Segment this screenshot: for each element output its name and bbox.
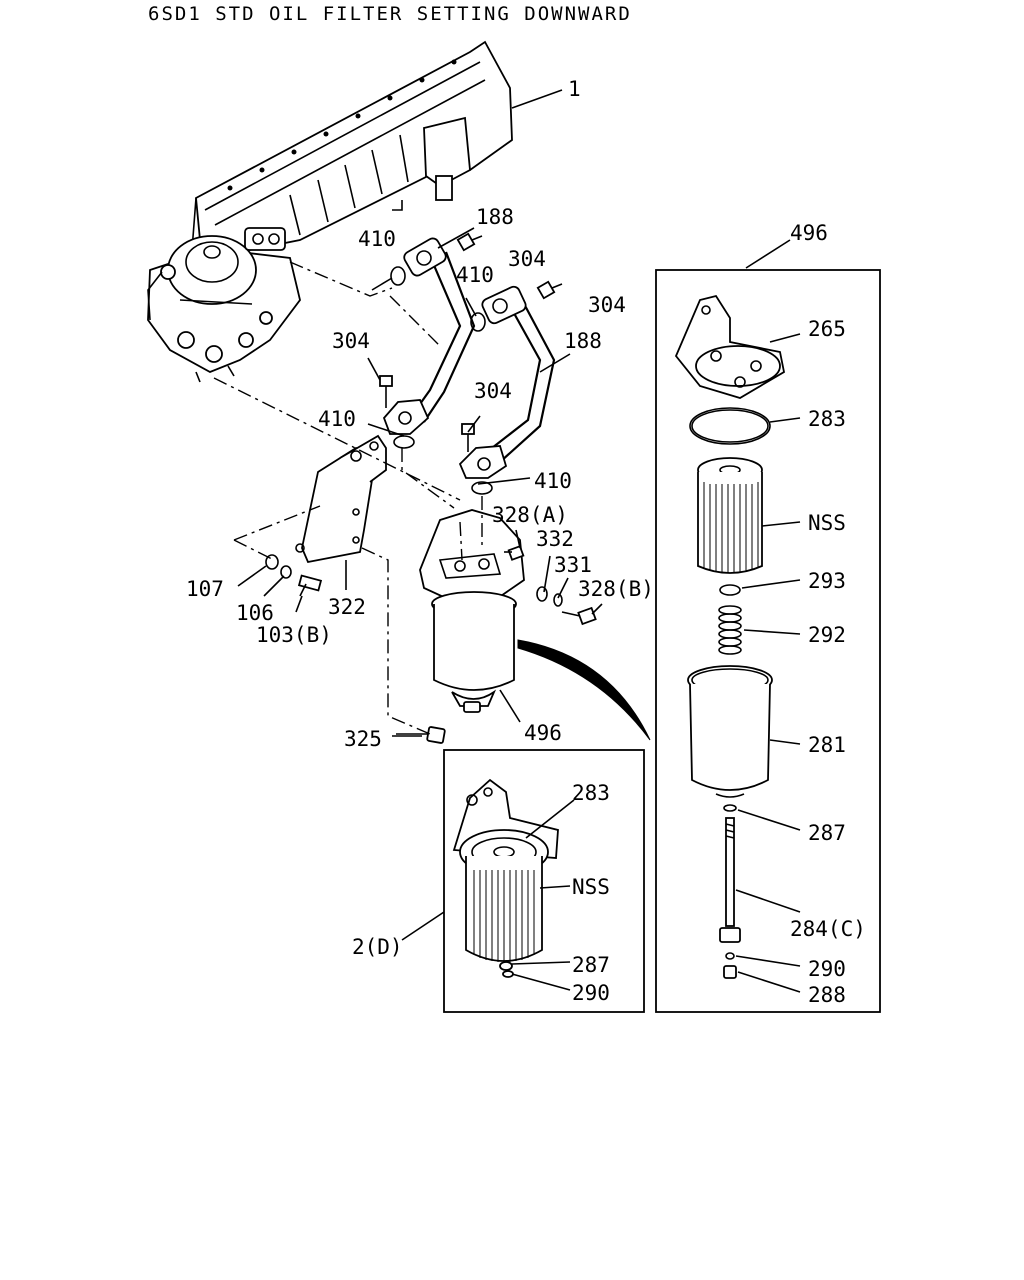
callout-labels: 1 188 410 304 410 304 304 188 304 410 41… — [186, 77, 866, 1007]
assembly-lines — [213, 261, 483, 735]
callout-410-a: 410 — [358, 227, 396, 251]
callout-496-main: 496 — [524, 721, 562, 745]
callout-288: 288 — [808, 983, 846, 1007]
callout-265: 265 — [808, 317, 846, 341]
callout-287-detail: 287 — [572, 953, 610, 977]
bracket-322 — [295, 434, 387, 564]
callout-293: 293 — [808, 569, 846, 593]
callout-nss-detail: NSS — [572, 875, 610, 899]
callout-283-box: 283 — [808, 407, 846, 431]
callout-496-box: 496 — [790, 221, 828, 245]
callout-328-b: 328(B) — [578, 577, 654, 601]
callout-1: 1 — [568, 77, 581, 101]
oil-pipes-188 — [382, 237, 556, 479]
callout-304-a: 304 — [508, 247, 546, 271]
bolts-304 — [379, 232, 563, 452]
callout-188-lower: 188 — [564, 329, 602, 353]
callout-281: 281 — [808, 733, 846, 757]
callout-304-d: 304 — [474, 379, 512, 403]
callout-284-c: 284(C) — [790, 917, 866, 941]
callout-328-a: 328(A) — [492, 503, 568, 527]
callout-nss-box: NSS — [808, 511, 846, 535]
callout-410-d: 410 — [534, 469, 572, 493]
rail-bolts — [227, 59, 457, 191]
diagram-title: 6SD1 STD OIL FILTER SETTING DOWNWARD — [148, 3, 632, 25]
bracket-fasteners — [265, 554, 323, 597]
callout-332: 332 — [536, 527, 574, 551]
callout-290-box: 290 — [808, 957, 846, 981]
detail-box-496 — [655, 239, 881, 1013]
callout-331: 331 — [554, 553, 592, 577]
callout-2-d: 2(D) — [352, 935, 403, 959]
detail-box-2d — [443, 749, 645, 1013]
callout-103-b: 103(B) — [256, 623, 332, 647]
callout-292: 292 — [808, 623, 846, 647]
callout-287-box: 287 — [808, 821, 846, 845]
leader-lines — [237, 227, 801, 993]
callout-410-c: 410 — [318, 407, 356, 431]
callout-304-b: 304 — [588, 293, 626, 317]
callout-304-c: 304 — [332, 329, 370, 353]
callout-290-detail: 290 — [572, 981, 610, 1005]
callout-188-upper: 188 — [476, 205, 514, 229]
callout-325: 325 — [344, 727, 382, 751]
callout-107: 107 — [186, 577, 224, 601]
detail-arrow — [517, 639, 651, 741]
filter-assembly-496 — [419, 509, 597, 713]
engine-block-illustration — [147, 40, 513, 383]
callout-322: 322 — [328, 595, 366, 619]
callout-410-b: 410 — [456, 263, 494, 287]
callout-106: 106 — [236, 601, 274, 625]
callout-283-detail: 283 — [572, 781, 610, 805]
